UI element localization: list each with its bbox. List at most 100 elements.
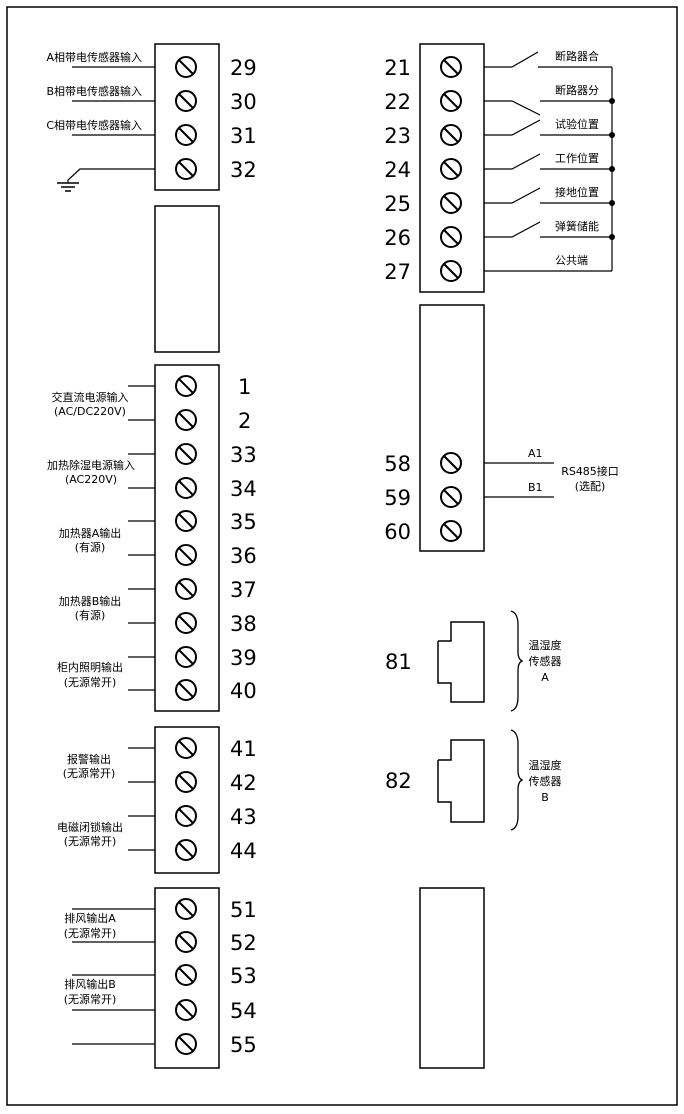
sensor-number: 81 (385, 650, 412, 674)
terminal-number: 1 (238, 375, 251, 399)
label-breaker-closed: 断路器合 (555, 49, 599, 63)
terminal-59: 59 (384, 486, 462, 510)
terminal-number: 36 (230, 544, 257, 568)
screw-icon (175, 805, 197, 827)
outer-frame (6, 6, 678, 1106)
terminal-29: 29 (175, 56, 257, 80)
terminal-36: 36 (175, 544, 257, 568)
terminal-number: 29 (230, 56, 257, 80)
terminal-number: 22 (384, 90, 411, 114)
terminal-27: 27 (384, 260, 462, 284)
label-heater-b-type: (有源) (75, 608, 106, 622)
terminal-number: 42 (230, 771, 257, 795)
terminal-52: 52 (175, 931, 257, 955)
terminal-31: 31 (175, 124, 257, 148)
terminal-number: 33 (230, 443, 257, 467)
terminal-22: 22 (384, 90, 462, 114)
terminal-34: 34 (175, 477, 257, 501)
empty-block (419, 887, 485, 1069)
label-common: 公共端 (555, 254, 588, 267)
terminal-number: 44 (230, 839, 257, 863)
label-spring-charged: 弹簧储能 (555, 219, 599, 233)
label-sensor-b-line1: 温湿度 (529, 758, 562, 772)
screw-icon (175, 544, 197, 566)
terminal-number: 59 (384, 486, 411, 510)
terminal-51: 51 (175, 898, 257, 922)
terminal-35: 35 (175, 510, 257, 534)
terminal-24: 24 (384, 158, 462, 182)
label-ac-dc-power: 交直流电源输入 (52, 390, 129, 404)
screw-icon (175, 771, 197, 793)
terminal-number: 25 (384, 192, 411, 216)
rj-connector-81: 81 温湿度 传感器 A (385, 610, 562, 712)
screw-icon (440, 192, 462, 214)
terminal-number: 27 (384, 260, 411, 284)
terminal-41: 41 (175, 737, 257, 761)
terminal-block-rs485 (419, 304, 485, 552)
screw-icon (175, 612, 197, 634)
label-sensor-a-line2: 传感器 (529, 655, 562, 668)
screw-icon (175, 646, 197, 668)
terminal-number: 52 (230, 931, 257, 955)
terminal-2: 2 (175, 409, 251, 433)
label-cabinet-lighting: 柜内照明输出 (57, 660, 123, 674)
label-heater-a-output: 加热器A输出 (59, 526, 122, 540)
label-heater-dehumidify-rating: (AC220V) (65, 473, 117, 486)
terminal-number: 53 (230, 964, 257, 988)
terminal-block-alarm (154, 726, 220, 874)
terminal-40: 40 (175, 679, 257, 703)
terminal-39: 39 (175, 646, 257, 670)
terminal-number: 35 (230, 510, 257, 534)
terminal-number: 60 (384, 520, 411, 544)
label-rs485-optional: (选配) (575, 480, 606, 493)
screw-icon (175, 124, 197, 146)
terminal-number: 55 (230, 1033, 257, 1057)
terminal-number: 41 (230, 737, 257, 761)
rj-connector-82: 82 温湿度 传感器 B (385, 729, 562, 831)
terminal-53: 53 (175, 964, 257, 988)
screw-icon (175, 931, 197, 953)
screw-icon (440, 452, 462, 474)
screw-icon (440, 226, 462, 248)
screw-icon (440, 56, 462, 78)
label-c-phase-sensor: C相带电传感器输入 (46, 118, 142, 132)
terminal-block-fan (154, 887, 220, 1069)
label-fan-a-type: (无源常开) (64, 926, 117, 940)
label-earth-position: 接地位置 (555, 185, 599, 199)
screw-icon (175, 375, 197, 397)
terminal-number: 51 (230, 898, 257, 922)
terminal-number: 31 (230, 124, 257, 148)
screw-icon (175, 158, 197, 180)
terminal-42: 42 (175, 771, 257, 795)
terminal-number: 38 (230, 612, 257, 636)
terminal-number: 40 (230, 679, 257, 703)
screw-icon (440, 90, 462, 112)
terminal-21: 21 (384, 56, 462, 80)
terminal-number: 39 (230, 646, 257, 670)
label-sensor-b-line2: 传感器 (529, 775, 562, 788)
screw-icon (175, 56, 197, 78)
label-fan-b-output: 排风输出B (64, 977, 116, 991)
label-work-position: 工作位置 (555, 151, 599, 165)
terminal-number: 30 (230, 90, 257, 114)
terminal-number: 34 (230, 477, 257, 501)
screw-icon (175, 477, 197, 499)
label-cabinet-lighting-type: (无源常开) (64, 675, 117, 689)
screw-icon (175, 578, 197, 600)
terminal-number: 26 (384, 226, 411, 250)
terminal-block-status (419, 43, 485, 293)
terminal-58: 58 (384, 452, 462, 476)
terminal-number: 37 (230, 578, 257, 602)
screw-icon (440, 520, 462, 542)
screw-icon (175, 90, 197, 112)
label-breaker-open: 断路器分 (555, 83, 599, 97)
label-sensor-b-line3: B (541, 791, 549, 804)
terminal-number: 24 (384, 158, 411, 182)
terminal-55: 55 (175, 1033, 257, 1057)
screw-icon (175, 1033, 197, 1055)
terminal-38: 38 (175, 612, 257, 636)
label-heater-b-output: 加热器B输出 (59, 594, 122, 608)
bus-junctions (609, 98, 615, 240)
label-alarm-output-type: (无源常开) (63, 766, 116, 780)
